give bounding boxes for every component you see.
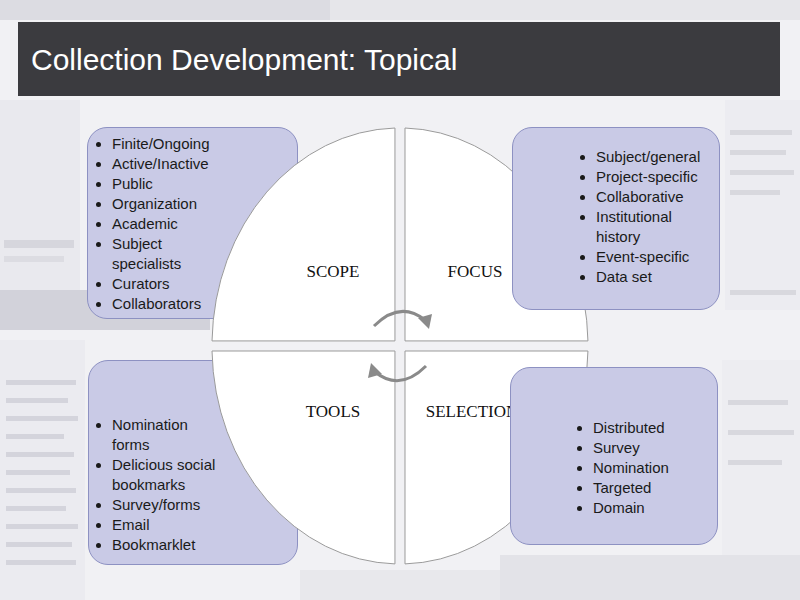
list-box: DistributedSurveyNominationTargetedDomai… xyxy=(510,367,718,545)
list-item: Active/Inactive xyxy=(112,154,224,174)
quadrant-label: TOOLS xyxy=(306,402,360,422)
list-item: Collaborative xyxy=(596,187,711,207)
list-item: Email xyxy=(112,515,222,535)
quadrant-label: SCOPE xyxy=(307,262,360,282)
list-item: Distributed xyxy=(593,418,708,438)
list-item: Subject specialists xyxy=(112,234,224,274)
list-item: Bookmarklet xyxy=(112,535,222,555)
list-item: Nomination forms xyxy=(112,415,222,455)
list-item: Project-specific xyxy=(596,167,711,187)
arrow-head xyxy=(368,363,382,378)
quadrant: SCOPE xyxy=(212,128,395,341)
bullet-list: Subject/generalProject-specificCollabora… xyxy=(578,147,711,287)
list-item: Collaborators xyxy=(112,294,224,314)
list-item: Subject/general xyxy=(596,147,711,167)
list-item: Finite/Ongoing xyxy=(112,134,224,154)
list-item: Nomination xyxy=(593,458,708,478)
quadrant-shape xyxy=(212,351,395,564)
bullet-list: Nomination formsDelicious social bookmar… xyxy=(94,415,222,555)
cycle-arrow xyxy=(374,311,425,326)
list-item: Public xyxy=(112,174,224,194)
title-bar: Collection Development: Topical xyxy=(18,22,780,96)
list-item: Delicious social bookmarks xyxy=(112,455,222,495)
list-box: Subject/generalProject-specificCollabora… xyxy=(512,127,720,310)
cycle-arrows xyxy=(368,311,432,380)
list-item: Institutional history xyxy=(596,207,711,247)
quadrant-outline xyxy=(212,351,395,564)
quadrant: TOOLS xyxy=(212,351,395,564)
list-item: Survey/forms xyxy=(112,495,222,515)
quadrant-label: SELECTION xyxy=(426,402,519,422)
arrow-head xyxy=(418,314,432,329)
bullet-list: DistributedSurveyNominationTargetedDomai… xyxy=(575,418,708,518)
list-item: Organization xyxy=(112,194,224,214)
list-item: Event-specific xyxy=(596,247,711,267)
list-item: Targeted xyxy=(593,478,708,498)
list-item: Survey xyxy=(593,438,708,458)
bullet-list: Finite/OngoingActive/InactivePublicOrgan… xyxy=(94,134,224,314)
quadrant-outline xyxy=(212,128,395,341)
list-item: Domain xyxy=(593,498,708,518)
cycle-arrow xyxy=(375,366,426,381)
quadrant-shape xyxy=(212,128,395,341)
title-text: Collection Development: Topical xyxy=(18,22,780,78)
quadrant-label: FOCUS xyxy=(448,262,503,282)
list-item: Data set xyxy=(596,267,711,287)
list-item: Curators xyxy=(112,274,224,294)
list-item: Academic xyxy=(112,214,224,234)
